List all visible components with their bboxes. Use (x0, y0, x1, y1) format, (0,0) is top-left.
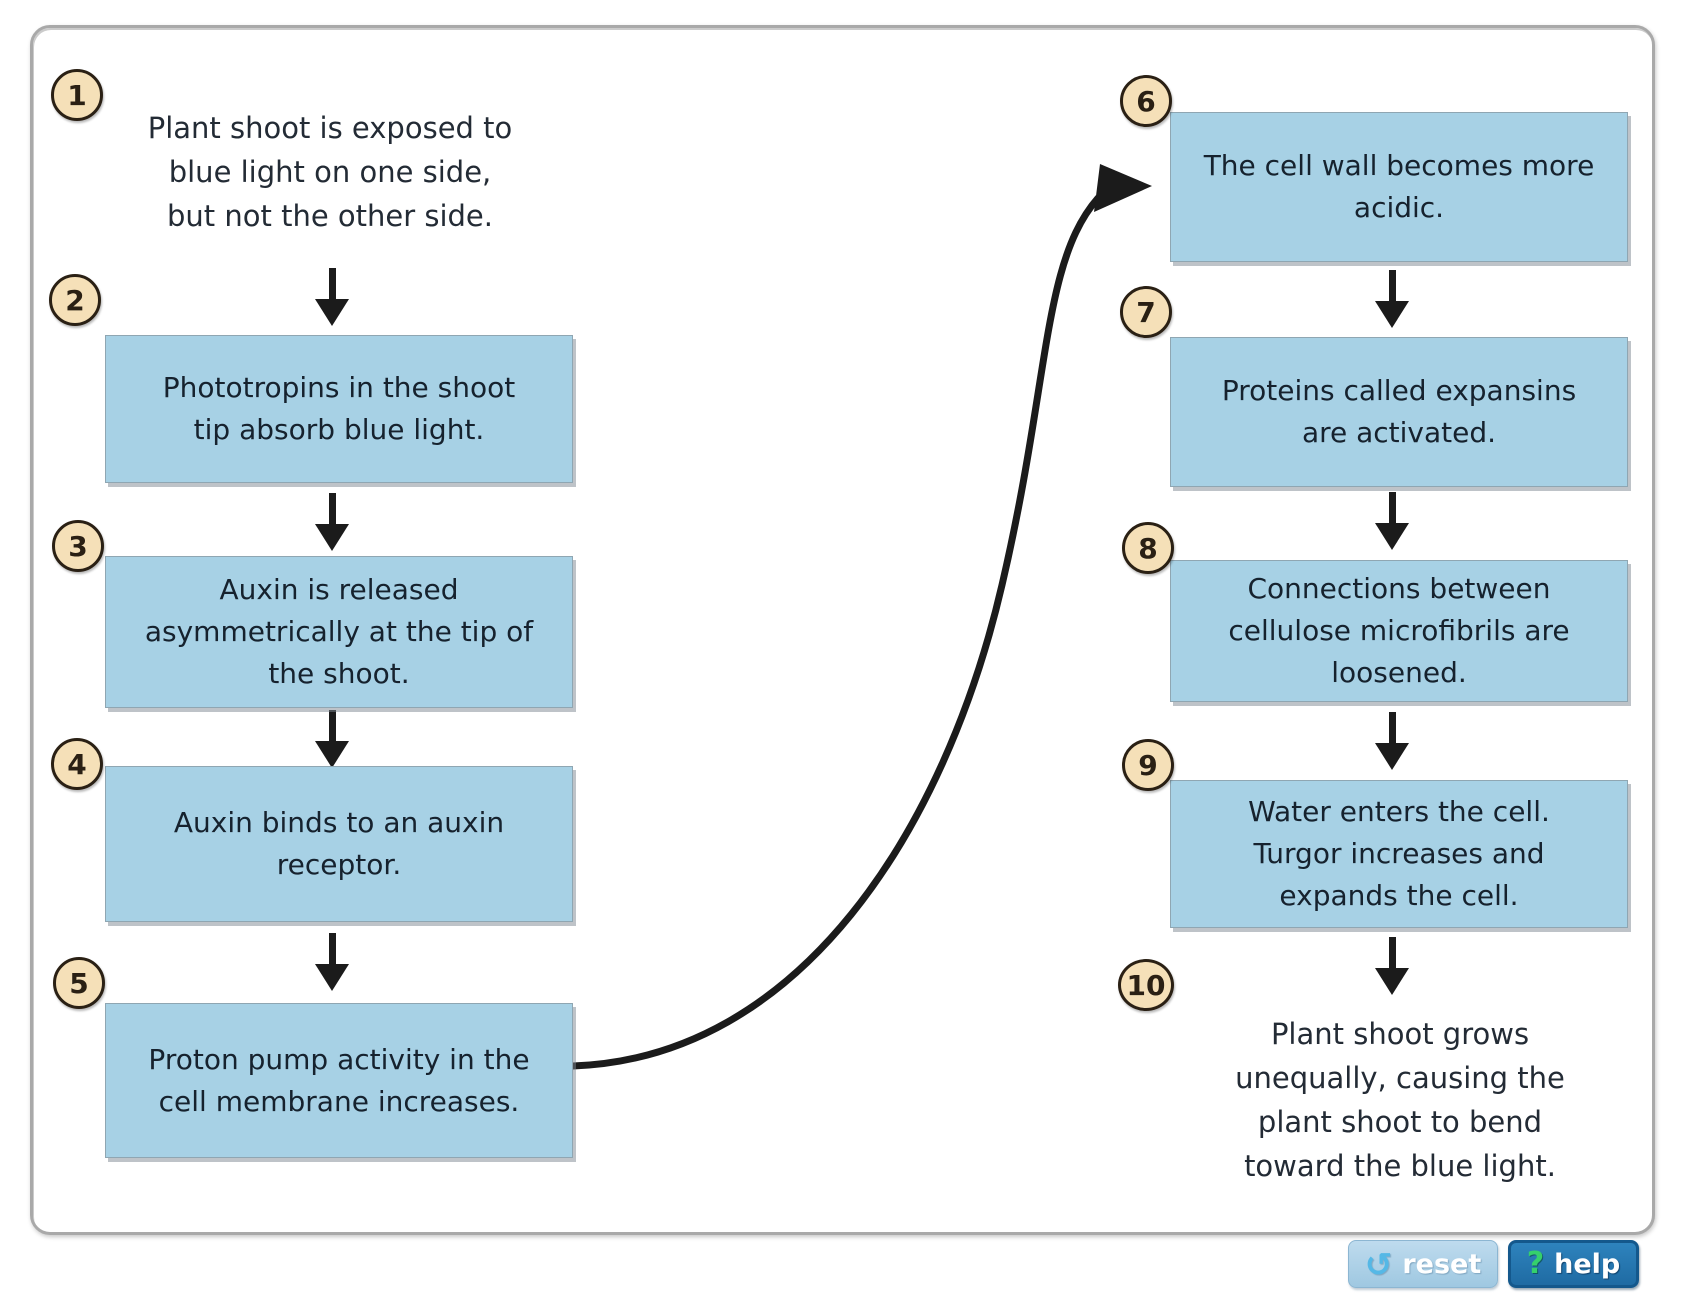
step-badge-2: 2 (49, 274, 101, 326)
step-badge-5: 5 (53, 957, 105, 1009)
down-arrow-6 (1375, 270, 1409, 328)
step-text-1: Plant shoot is exposed to blue light on … (147, 111, 513, 233)
step-badge-7: 7 (1120, 286, 1172, 338)
flow-box-3[interactable]: Auxin is released asymmetrically at the … (105, 556, 573, 708)
reset-button[interactable]: ↺ reset (1348, 1240, 1498, 1288)
reset-circular-arrow-icon: ↺ (1364, 1244, 1393, 1284)
step-badge-4: 4 (51, 738, 103, 790)
flow-box-2[interactable]: Phototropins in the shoot tip absorb blu… (105, 335, 573, 483)
step-badge-1: 1 (51, 69, 103, 121)
step-number: 5 (69, 966, 89, 1000)
step-badge-8: 8 (1122, 522, 1174, 574)
down-arrow-1 (315, 268, 349, 326)
step-badge-9: 9 (1122, 739, 1174, 791)
step-number: 1 (67, 78, 87, 112)
down-arrow-3 (315, 710, 349, 768)
help-button-label: help (1554, 1248, 1621, 1280)
flow-box-5[interactable]: Proton pump activity in the cell membran… (105, 1003, 573, 1158)
flow-box-7[interactable]: Proteins called expansins are activated. (1170, 337, 1628, 487)
flow-box-9[interactable]: Water enters the cell. Turgor increases … (1170, 780, 1628, 928)
reset-button-label: reset (1402, 1248, 1482, 1280)
down-arrow-9 (1375, 937, 1409, 995)
step-badge-6: 6 (1120, 75, 1172, 127)
step-number: 3 (68, 529, 88, 563)
step-badge-10: 10 (1118, 959, 1174, 1011)
flow-box-4[interactable]: Auxin binds to an auxin receptor. (105, 766, 573, 922)
down-arrow-2 (315, 493, 349, 551)
step-number: 9 (1138, 748, 1158, 782)
help-button[interactable]: ? help (1508, 1240, 1639, 1288)
help-question-icon: ? (1526, 1246, 1545, 1281)
flow-box-6[interactable]: The cell wall becomes more acidic. (1170, 112, 1628, 262)
down-arrow-8 (1375, 712, 1409, 770)
down-arrow-7 (1375, 492, 1409, 550)
step-number: 6 (1136, 84, 1156, 118)
step-number: 4 (67, 747, 87, 781)
step-text-10: Plant shoot grows unequally, causing the… (1235, 1017, 1565, 1183)
step-number: 10 (1126, 968, 1166, 1002)
step-number: 7 (1136, 295, 1156, 329)
down-arrow-4 (315, 933, 349, 991)
step-badge-3: 3 (52, 520, 104, 572)
flow-box-8[interactable]: Connections between cellulose microfibri… (1170, 560, 1628, 702)
step-number: 8 (1138, 531, 1158, 565)
step-number: 2 (65, 283, 85, 317)
